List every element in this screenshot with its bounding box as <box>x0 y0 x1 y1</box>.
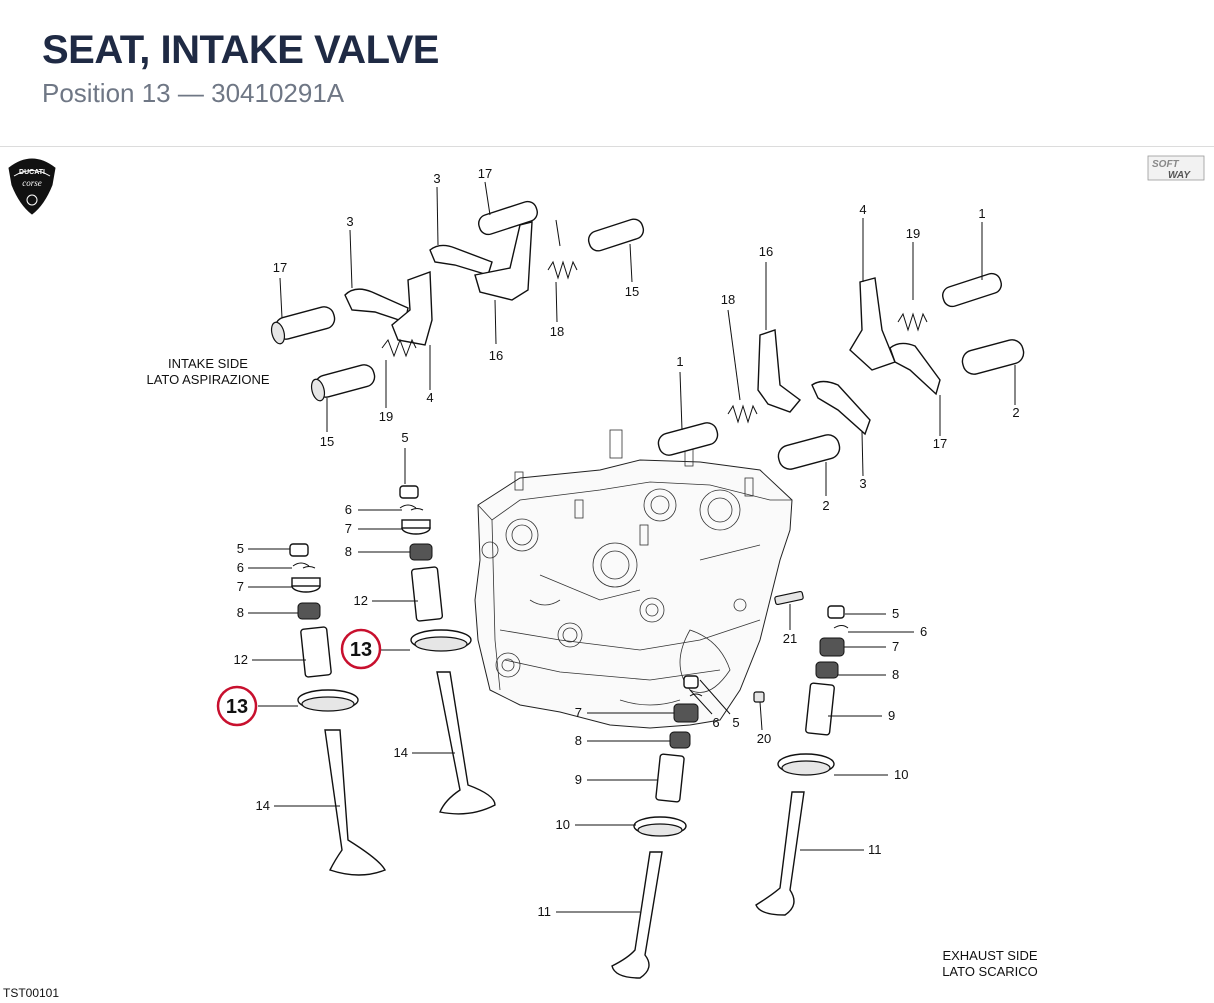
page-subtitle: Position 13 — 30410291A <box>42 78 344 109</box>
callout-number: 13 <box>226 696 248 718</box>
part-label: 3 <box>346 214 353 229</box>
highlight-callout-inner[interactable]: 13 <box>340 628 382 670</box>
part-label: 14 <box>394 745 408 760</box>
part-label: 19 <box>906 226 920 241</box>
part-label: 17 <box>933 436 947 451</box>
part-label: 15 <box>625 284 639 299</box>
part-label: 8 <box>892 667 899 682</box>
part-label: 6 <box>712 715 719 730</box>
part-label: 10 <box>894 767 908 782</box>
part-label: 1 <box>676 354 683 369</box>
ducati-logo-word: DUCATI <box>19 169 45 176</box>
part-label: 17 <box>478 166 492 181</box>
leader-lines <box>248 181 1016 913</box>
part-label: 7 <box>237 579 244 594</box>
part-label: 9 <box>575 772 582 787</box>
intake-rocker-assembly <box>270 200 645 402</box>
softway-logo-word2: WAY <box>1168 170 1191 181</box>
intake-valve-train-outer <box>289 543 386 876</box>
svg-text:INTAKE SIDE: INTAKE SIDE <box>168 356 248 371</box>
document-code: TST00101 <box>3 986 60 1000</box>
part-label: 20 <box>757 731 771 746</box>
part-label: 21 <box>783 631 797 646</box>
header-divider <box>0 146 1214 147</box>
part-label: 7 <box>345 521 352 536</box>
subtitle-separator: — <box>177 78 204 108</box>
page-title: SEAT, INTAKE VALVE <box>42 28 439 72</box>
part-label: 5 <box>401 430 408 445</box>
part-label: 7 <box>575 705 582 720</box>
part-label: 3 <box>433 171 440 186</box>
callout-number: 13 <box>350 639 372 661</box>
part-label: 4 <box>426 390 433 405</box>
part-label: 9 <box>888 708 895 723</box>
part-label: 2 <box>1012 405 1019 420</box>
intake-valve-train-inner <box>399 485 496 815</box>
softway-logo: SOFT WAY <box>1147 155 1205 181</box>
position-label: Position 13 <box>42 78 171 108</box>
softway-logo-word1: SOFT <box>1152 159 1180 170</box>
part-label: 5 <box>732 715 739 730</box>
part-label: 1 <box>978 206 985 221</box>
corse-logo-word: corse <box>22 178 42 188</box>
highlight-callout-outer[interactable]: 13 <box>216 685 258 727</box>
part-label: 17 <box>273 260 287 275</box>
ducati-corse-logo: DUCATI corse <box>8 158 56 215</box>
part-label: 8 <box>237 605 244 620</box>
part-label: 6 <box>237 560 244 575</box>
part-labels: 17 3 3 17 15 18 16 4 19 15 16 4 19 1 18 … <box>234 166 1020 919</box>
studs <box>753 590 804 703</box>
intake-side-label: INTAKE SIDE LATO ASPIRAZIONE <box>146 356 269 387</box>
part-label: 12 <box>354 593 368 608</box>
part-label: 16 <box>489 348 503 363</box>
part-label: 3 <box>859 476 866 491</box>
part-label: 16 <box>759 244 773 259</box>
svg-text:EXHAUST SIDE: EXHAUST SIDE <box>942 948 1037 963</box>
part-label: 12 <box>234 652 248 667</box>
callout-ring <box>340 628 382 670</box>
part-label: 18 <box>721 292 735 307</box>
part-label: 4 <box>859 202 866 217</box>
part-label: 10 <box>556 817 570 832</box>
svg-text:LATO ASPIRAZIONE: LATO ASPIRAZIONE <box>146 372 269 387</box>
part-label: 5 <box>237 541 244 556</box>
part-label: 2 <box>822 498 829 513</box>
svg-text:LATO SCARICO: LATO SCARICO <box>942 964 1038 979</box>
exhaust-rocker-assembly <box>657 272 1025 470</box>
part-label: 18 <box>550 324 564 339</box>
part-label: 15 <box>320 434 334 449</box>
part-label: 8 <box>345 544 352 559</box>
part-label: 6 <box>345 502 352 517</box>
exhaust-side-label: EXHAUST SIDE LATO SCARICO <box>942 948 1038 979</box>
callout-ring <box>216 685 258 727</box>
part-label: 5 <box>892 606 899 621</box>
cylinder-head-drawing <box>474 429 793 729</box>
part-label: 6 <box>920 624 927 639</box>
exhaust-valve-train-right <box>755 605 849 916</box>
part-label: 11 <box>868 842 882 857</box>
part-label: 19 <box>379 409 393 424</box>
exhaust-valve-train-middle <box>611 675 703 979</box>
part-label: 11 <box>538 904 552 919</box>
part-number: 30410291A <box>211 78 345 108</box>
part-label: 8 <box>575 733 582 748</box>
part-label: 14 <box>256 798 270 813</box>
part-label: 7 <box>892 639 899 654</box>
